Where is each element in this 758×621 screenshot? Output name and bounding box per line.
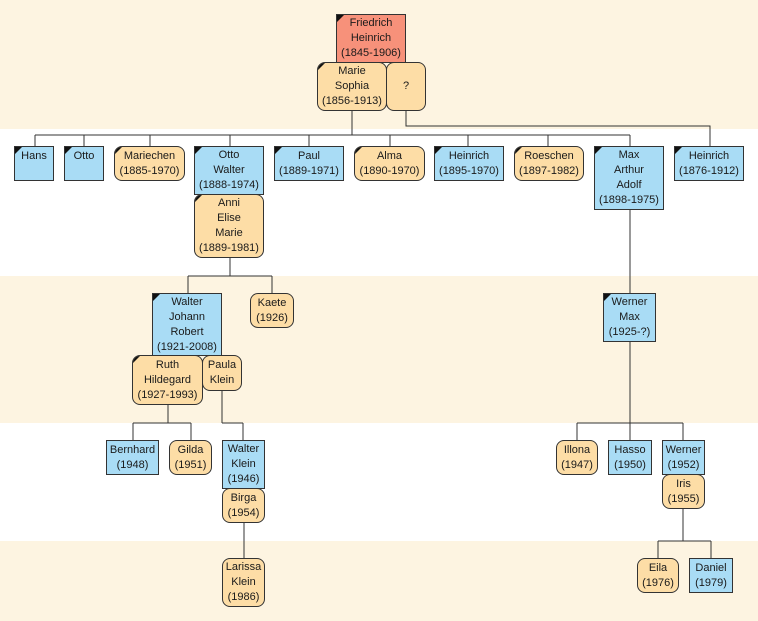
deceased-marker [133,356,140,363]
person-walter-klein[interactable]: Walter Klein (1946) [222,440,265,489]
person-name: Werner (1952) [665,443,702,471]
person-name: Kaete (1926) [256,296,288,324]
deceased-marker [195,195,202,202]
person-name: Werner Max (1925-?) [608,296,651,338]
deceased-marker [195,147,202,154]
deceased-marker [153,294,160,301]
person-birga[interactable]: Birga (1954) [222,488,265,523]
person-name: Paul (1889-1971) [279,149,339,177]
person-name: Larissa Klein (1986) [225,561,262,603]
person-name: Roeschen (1897-1982) [519,149,579,177]
person-name: Eila (1976) [642,561,674,589]
person-name: Hasso (1950) [614,443,646,471]
person-otto-walter[interactable]: Otto Walter (1888-1974) [194,146,264,195]
deceased-marker [115,147,122,154]
person-name: Daniel (1979) [695,561,727,589]
deceased-marker [604,294,611,301]
person-anni-elise-marie[interactable]: Anni Elise Marie (1889-1981) [194,194,264,258]
person-kaete[interactable]: Kaete (1926) [250,293,294,328]
person-eila[interactable]: Eila (1976) [637,558,679,593]
person-name: Walter Klein (1946) [227,443,260,485]
person-friedrich-heinrich[interactable]: Friedrich Heinrich (1845-1906) [336,14,406,63]
person-walter-johann-robert[interactable]: Walter Johann Robert (1921-2008) [152,293,222,356]
deceased-marker [595,147,602,154]
person-paul[interactable]: Paul (1889-1971) [274,146,344,181]
person-name: Mariechen (1885-1970) [119,149,180,177]
person-werner-max[interactable]: Werner Max (1925-?) [603,293,656,342]
person-name: Paula Klein [207,359,237,386]
person-name: Otto [73,150,95,162]
person-mariechen[interactable]: Mariechen (1885-1970) [114,146,185,181]
deceased-marker [318,63,325,70]
person-name: Alma (1890-1970) [359,149,420,177]
person-werner-1952[interactable]: Werner (1952) [662,440,705,475]
person-ruth-hildegard[interactable]: Ruth Hildegard (1927-1993) [132,355,203,405]
person-iris[interactable]: Iris (1955) [662,474,705,509]
person-larissa-klein[interactable]: Larissa Klein (1986) [222,558,265,607]
person-alma[interactable]: Alma (1890-1970) [354,146,425,181]
person-bernhard[interactable]: Bernhard (1948) [106,440,159,475]
person-name: Iris (1955) [667,477,700,505]
person-max-arthur-adolf[interactable]: Max Arthur Adolf (1898-1975) [594,146,664,210]
deceased-marker [337,15,344,22]
person-marie-sophia[interactable]: Marie Sophia (1856-1913) [317,62,387,111]
person-hasso[interactable]: Hasso (1950) [608,440,652,475]
deceased-marker [675,147,682,154]
person-name: Anni Elise Marie (1889-1981) [199,197,259,254]
deceased-marker [15,147,22,154]
deceased-marker [435,147,442,154]
person-daniel[interactable]: Daniel (1979) [689,558,733,593]
person-gilda[interactable]: Gilda (1951) [169,440,212,475]
person-illona[interactable]: Illona (1947) [556,440,598,475]
person-paula-klein[interactable]: Paula Klein [202,355,242,391]
person-name: Bernhard (1948) [109,443,156,471]
person-name: Heinrich (1876-1912) [679,149,739,177]
person-name: Birga (1954) [227,491,260,519]
person-unknown-spouse[interactable]: ? [386,62,426,111]
person-name: Friedrich Heinrich (1845-1906) [341,17,401,59]
person-name: Otto Walter (1888-1974) [199,149,259,191]
generation-band-5 [0,541,758,621]
person-name: Hans [21,150,47,162]
person-name: Ruth Hildegard (1927-1993) [137,358,198,401]
person-hans[interactable]: Hans [14,146,54,181]
person-heinrich-1895[interactable]: Heinrich (1895-1970) [434,146,504,181]
person-name: Max Arthur Adolf (1898-1975) [599,149,659,206]
deceased-marker [355,147,362,154]
person-heinrich-1876[interactable]: Heinrich (1876-1912) [674,146,744,181]
person-otto[interactable]: Otto [64,146,104,181]
person-roeschen[interactable]: Roeschen (1897-1982) [514,146,584,181]
deceased-marker [65,147,72,154]
deceased-marker [515,147,522,154]
person-name: Heinrich (1895-1970) [439,149,499,177]
person-name: Marie Sophia (1856-1913) [322,65,382,107]
person-name: ? [402,80,410,92]
person-name: Illona (1947) [561,443,593,471]
person-name: Walter Johann Robert (1921-2008) [157,295,217,353]
deceased-marker [275,147,282,154]
person-name: Gilda (1951) [174,443,207,471]
